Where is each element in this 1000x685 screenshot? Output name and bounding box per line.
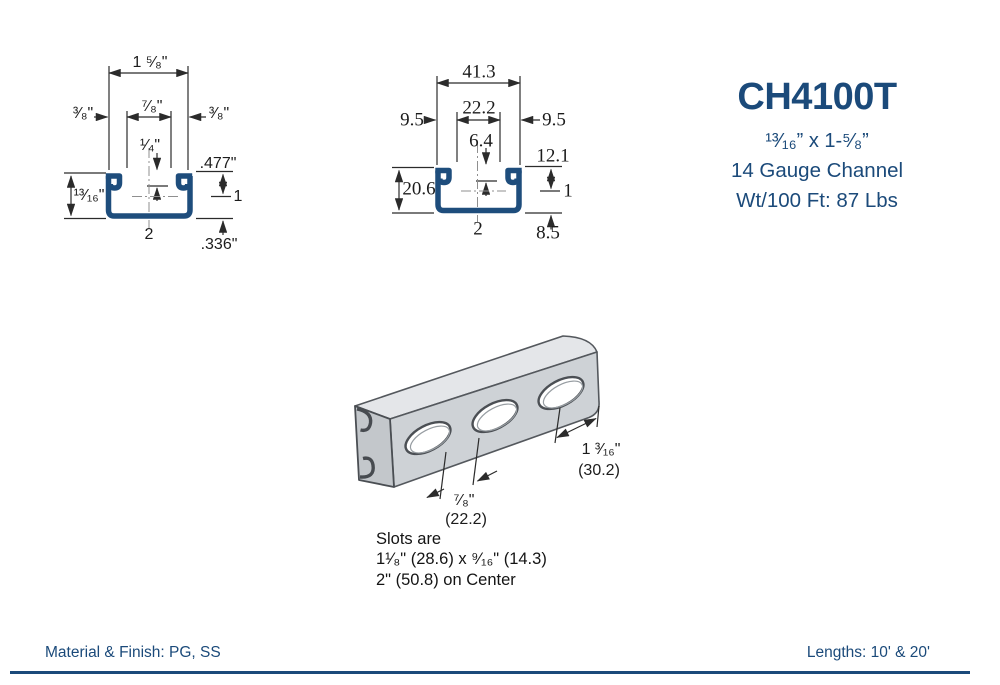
metric-centerlines: [461, 143, 506, 222]
imperial-cross-section-lines: [64, 66, 233, 235]
footer-rule: [10, 671, 970, 674]
dim-lip-right-metric: 9.5: [542, 109, 566, 131]
dim-lip-depth-imperial: ¹⁄₄": [139, 137, 161, 154]
imperial-centerlines: [132, 148, 178, 228]
slots-note-line3: 2" (50.8) on Center: [376, 571, 516, 589]
dim-slot-gap-in: ⁷⁄₈": [453, 492, 475, 509]
dim-slot-end-distance-mm: (30.2): [578, 462, 620, 479]
dim-opening-width-imperial: ⁷⁄₈": [141, 98, 163, 115]
material-finish-note: Material & Finish: PG, SS: [45, 644, 221, 661]
slots-note-line2: 1¹⁄₈" (28.6) x ⁹⁄₁₆" (14.3): [376, 550, 547, 568]
title-block: CH4100T ¹³⁄₁₆” x 1-⁵⁄₈” 14 Gauge Channel…: [697, 78, 937, 211]
dim-overall-width-imperial: 1 ⁵⁄₈": [132, 54, 168, 71]
ref-point-1-metric: 1: [563, 180, 573, 202]
dim-overall-width-metric: 41.3: [462, 61, 496, 83]
part-number: CH4100T: [737, 76, 897, 118]
imperial-channel-profile: [105, 173, 193, 219]
dim-lip-left-metric: 9.5: [400, 109, 424, 131]
metric-cross-section-lines: [392, 76, 562, 230]
dim-height-metric: 20.6: [402, 178, 436, 200]
metric-channel-profile: [435, 167, 522, 214]
dim-opening-width-metric: 22.2: [462, 97, 496, 119]
isometric-channel: [354, 335, 600, 488]
part-weight: Wt/100 Ft: 87 Lbs: [736, 188, 898, 212]
dim-slot-gap-mm: (22.2): [445, 511, 487, 528]
dim-lip-right-imperial: ³⁄₈": [208, 105, 230, 122]
dim-lip-left-imperial: ³⁄₈": [72, 105, 94, 122]
dim-477: .477": [199, 155, 237, 172]
isometric-dimension-lines: [426, 405, 600, 500]
dim-height-imperial: ¹³⁄₁₆": [73, 187, 105, 204]
ref-point-1-imperial: 1: [233, 188, 243, 205]
part-gauge: 14 Gauge Channel: [730, 159, 904, 182]
ref-point-2-metric: 2: [473, 218, 483, 240]
ref-point-2-imperial: 2: [144, 226, 154, 243]
dim-85: 8.5: [536, 222, 560, 244]
channel-slots: [404, 375, 585, 456]
slots-note-line1: Slots are: [376, 530, 442, 548]
part-size: ¹³⁄₁₆” x 1-⁵⁄₈”: [765, 130, 869, 152]
lengths-note: Lengths: 10' & 20': [806, 644, 930, 661]
dim-slot-end-distance-in: 1 ³⁄₁₆": [581, 441, 621, 458]
dim-336: .336": [200, 236, 238, 253]
dim-121: 12.1: [536, 145, 570, 167]
dim-lip-depth-metric: 6.4: [469, 130, 493, 152]
